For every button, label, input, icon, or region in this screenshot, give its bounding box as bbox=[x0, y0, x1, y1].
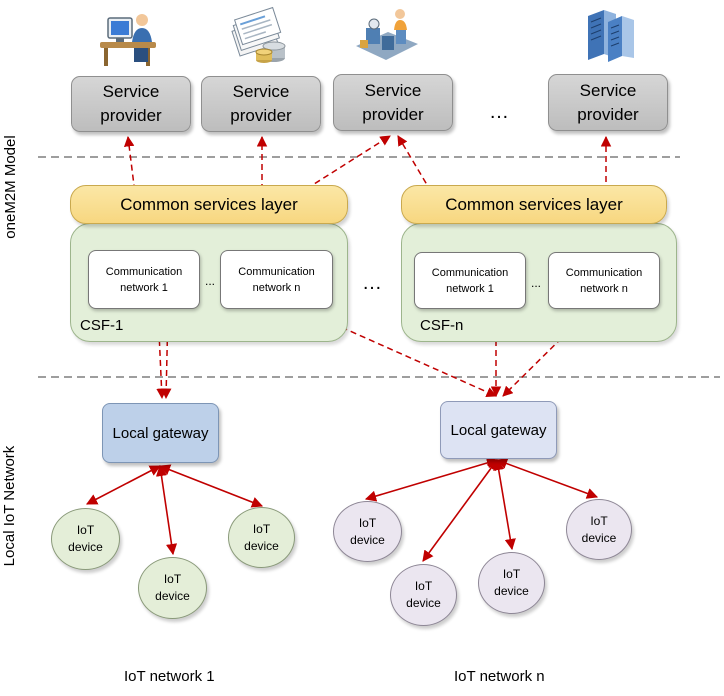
iot-device-netn-1: IoT device bbox=[333, 501, 402, 562]
cn-line2: network n bbox=[580, 282, 628, 295]
cn-line2: network n bbox=[252, 281, 301, 294]
csf-n-label: CSF-n bbox=[420, 317, 464, 334]
device-line2: device bbox=[350, 532, 385, 547]
link-gatewayn-device-3 bbox=[493, 458, 516, 551]
link-gateway1-device-3 bbox=[158, 464, 264, 508]
link-gatewayn-device-4 bbox=[495, 458, 599, 499]
device-line2: device bbox=[494, 584, 529, 598]
cn-line1: Communication bbox=[431, 266, 509, 279]
network-label-1: IoT network 1 bbox=[124, 668, 215, 685]
device-line1: IoT bbox=[414, 579, 433, 593]
cn-line1: Communication bbox=[105, 265, 183, 278]
link-gateway1-device-1 bbox=[86, 465, 161, 505]
device-line2: device bbox=[406, 596, 441, 610]
device-line1: IoT bbox=[358, 515, 377, 530]
person-at-computer-icon bbox=[100, 14, 156, 66]
service-provider-4-line2: provider bbox=[577, 104, 639, 124]
link-gatewayn-device-1 bbox=[364, 457, 499, 502]
local-gateway-n: Local gateway bbox=[440, 401, 557, 459]
service-provider-4-line1: Service bbox=[579, 80, 637, 100]
service-provider-4: Service provider bbox=[548, 74, 668, 131]
factory-worker-icon bbox=[356, 9, 418, 60]
network-label-n: IoT network n bbox=[454, 668, 545, 685]
side-label-onem2m-model: oneM2M Model bbox=[2, 135, 19, 239]
common-services-layer-n: Common services layer bbox=[401, 185, 667, 224]
service-provider-1-line2: provider bbox=[100, 106, 162, 125]
iot-device-net1-3: IoT device bbox=[228, 507, 295, 568]
communication-network-1-csfn: Communication network 1 bbox=[414, 252, 526, 309]
cn-line1: Communication bbox=[238, 265, 315, 278]
device-line1: IoT bbox=[590, 513, 608, 528]
communication-network-n-csfn: Communication network n bbox=[548, 252, 660, 309]
service-provider-2: Service provider bbox=[201, 76, 321, 132]
csf-1-inner-ellipsis: ... bbox=[205, 274, 216, 288]
link-gateway1-device-2 bbox=[155, 464, 178, 556]
device-line1: IoT bbox=[76, 523, 95, 537]
server-rack-icon bbox=[588, 10, 634, 62]
service-provider-2-line2: provider bbox=[230, 106, 292, 125]
csf-1-label: CSF-1 bbox=[80, 317, 124, 334]
service-provider-3-line1: Service bbox=[364, 80, 422, 100]
service-provider-3: Service provider bbox=[333, 74, 453, 131]
device-line2: device bbox=[68, 540, 103, 554]
common-services-layer-1: Common services layer bbox=[70, 185, 348, 224]
link-csf1-to-provider-3 bbox=[204, 135, 391, 254]
service-provider-ellipsis: … bbox=[489, 101, 510, 123]
iot-device-netn-2: IoT device bbox=[390, 564, 457, 626]
service-provider-1: Service provider bbox=[71, 76, 191, 132]
cn-line1: Communication bbox=[565, 266, 643, 279]
communication-network-1-csf1: Communication network 1 bbox=[88, 250, 200, 309]
iot-device-net1-2: IoT device bbox=[138, 557, 207, 619]
side-label-local-iot-network: Local IoT Network bbox=[1, 445, 18, 567]
device-line2: device bbox=[581, 530, 617, 545]
cn-line2: network 1 bbox=[446, 282, 494, 295]
link-gatewayn-device-2 bbox=[422, 459, 498, 562]
device-line2: device bbox=[155, 589, 190, 603]
service-provider-3-line2: provider bbox=[362, 104, 424, 124]
link-csf1-to-provider-1 bbox=[123, 135, 143, 251]
device-line1: IoT bbox=[163, 572, 182, 586]
csf-n-inner-ellipsis: ... bbox=[531, 276, 542, 290]
device-line1: IoT bbox=[502, 567, 521, 581]
service-provider-2-line1: Service bbox=[232, 82, 290, 101]
cn-line2: network 1 bbox=[120, 281, 168, 294]
iot-device-netn-4: IoT device bbox=[566, 499, 632, 560]
service-provider-1-line1: Service bbox=[102, 82, 160, 101]
communication-network-n-csf1: Communication network n bbox=[220, 250, 333, 309]
device-line2: device bbox=[244, 538, 279, 553]
device-line1: IoT bbox=[252, 521, 271, 536]
iot-device-net1-1: IoT device bbox=[51, 508, 120, 570]
iot-device-netn-3: IoT device bbox=[478, 552, 545, 614]
local-gateway-1: Local gateway bbox=[102, 403, 219, 463]
documents-coins-icon bbox=[231, 6, 286, 63]
csf-ellipsis: … bbox=[362, 272, 383, 294]
